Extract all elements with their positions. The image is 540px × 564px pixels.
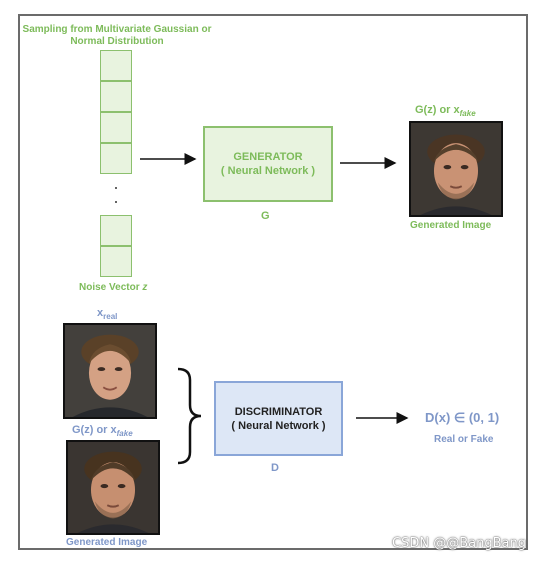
generator-subtitle: ( Neural Network ) (220, 165, 316, 177)
discriminator-subtitle: ( Neural Network ) (231, 419, 326, 432)
generator-output-prefix: G(z) or x (415, 104, 460, 116)
noise-vector-cell (100, 81, 132, 112)
noise-vector-cell (100, 112, 132, 143)
generated-image-caption: Generated Image (66, 537, 148, 548)
real-label-var: x (97, 307, 104, 319)
generator-symbol: G (261, 210, 270, 222)
discriminator-box: DISCRIMINATOR ( Neural Network ) (214, 381, 343, 456)
ellipsis-dot (115, 201, 117, 203)
noise-vector-label: Noise Vector z (79, 282, 147, 293)
noise-vector-cell (100, 246, 132, 277)
discriminator-output: D(x) ∈ (0, 1) (425, 410, 500, 425)
real-face-image (63, 323, 157, 419)
noise-vector-cell (100, 50, 132, 81)
discriminator-output-caption: Real or Fake (434, 434, 494, 445)
generator-title: GENERATOR (233, 151, 303, 163)
generated-image-caption: Generated Image (410, 220, 492, 231)
noise-vector-cell (100, 215, 132, 246)
fake-label: G(z) or xfake (72, 424, 133, 438)
ellipsis-dot (115, 187, 117, 189)
generator-box: GENERATOR ( Neural Network ) (203, 126, 333, 202)
fake-label-prefix: G(z) or x (72, 424, 117, 436)
fake-label-sub: fake (116, 429, 133, 438)
generated-face-image (409, 121, 503, 217)
watermark: CSDN @@BangBang (392, 536, 526, 551)
face-illustration (68, 442, 158, 533)
discriminator-symbol: D (271, 462, 279, 474)
real-label: xreal (97, 307, 117, 321)
face-illustration (65, 325, 155, 417)
noise-vector-var: z (142, 282, 148, 293)
generator-output-label: G(z) or xfake (415, 104, 476, 118)
real-label-sub: real (103, 312, 118, 321)
discriminator-title: DISCRIMINATOR (234, 405, 323, 418)
generator-output-sub: fake (459, 109, 476, 118)
face-illustration (411, 123, 501, 215)
generated-face-image (66, 440, 160, 535)
noise-vector-text: Noise Vector (79, 282, 140, 293)
sampling-title: Sampling from Multivariate Gaussian or N… (22, 24, 212, 47)
noise-vector-cell (100, 143, 132, 174)
